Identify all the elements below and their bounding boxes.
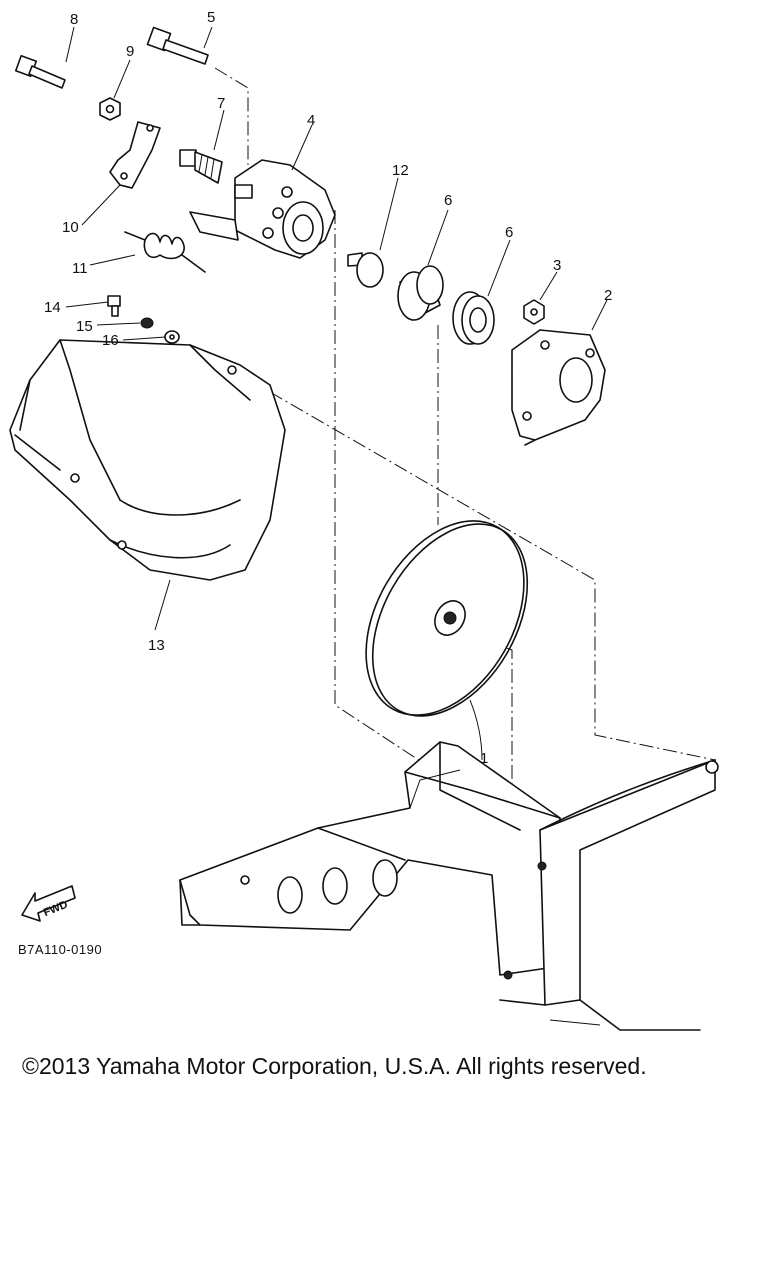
- fwd-arrow-icon: FWD: [21, 885, 76, 922]
- alignment-lines: [214, 67, 716, 831]
- callout-4: 4: [307, 112, 315, 129]
- callout-6a: 6: [444, 192, 452, 209]
- part-5-bolt: [146, 26, 209, 65]
- callout-3: 3: [553, 257, 561, 274]
- leader-lines: [65, 26, 608, 631]
- part-2-bracket: [511, 329, 606, 446]
- callout-16: 16: [102, 332, 119, 349]
- part-10-lever: [109, 121, 161, 189]
- part-11-spring: [124, 231, 206, 273]
- callout-9: 9: [126, 43, 134, 60]
- part-9-nut: [99, 97, 121, 121]
- part-16-washer: [164, 330, 180, 344]
- part-13-belt-cover: [9, 339, 286, 581]
- part-4-housing: [189, 159, 336, 259]
- callout-13: 13: [148, 637, 165, 654]
- copyright-notice: ©2013 Yamaha Motor Corporation, U.S.A. A…: [22, 1053, 647, 1079]
- part-1-sheave: [365, 520, 529, 761]
- callout-5: 5: [207, 9, 215, 26]
- callout-14: 14: [44, 299, 61, 316]
- part-14-screw: [107, 295, 121, 317]
- chassis-frame: [179, 741, 719, 1031]
- callout-15: 15: [76, 318, 93, 335]
- callout-8: 8: [70, 11, 78, 28]
- part-6-bushing-right: [452, 291, 495, 345]
- part-7-adjuster: [179, 149, 223, 184]
- callout-2: 2: [604, 287, 612, 304]
- callout-10: 10: [62, 219, 79, 236]
- callouts: 1 2 3 4 5 6 6 7 8 9 10 11 12 13 14 15 16: [44, 9, 612, 767]
- callout-7: 7: [217, 95, 225, 112]
- part-8-bolt: [14, 54, 66, 89]
- callout-1: 1: [480, 750, 488, 767]
- diagram-code: B7A110-0190: [18, 942, 103, 957]
- part-15-washer: [140, 317, 154, 329]
- part-3-nut: [523, 299, 545, 325]
- part-12-cap: [347, 252, 384, 288]
- callout-11: 11: [72, 260, 88, 277]
- part-6-bushing-left: [397, 265, 444, 321]
- callout-12: 12: [392, 162, 409, 179]
- callout-6b: 6: [505, 224, 513, 241]
- parts-diagram: FWD 1 2 3 4 5 6 6 7 8 9 10 11 12 13 14: [9, 9, 719, 1031]
